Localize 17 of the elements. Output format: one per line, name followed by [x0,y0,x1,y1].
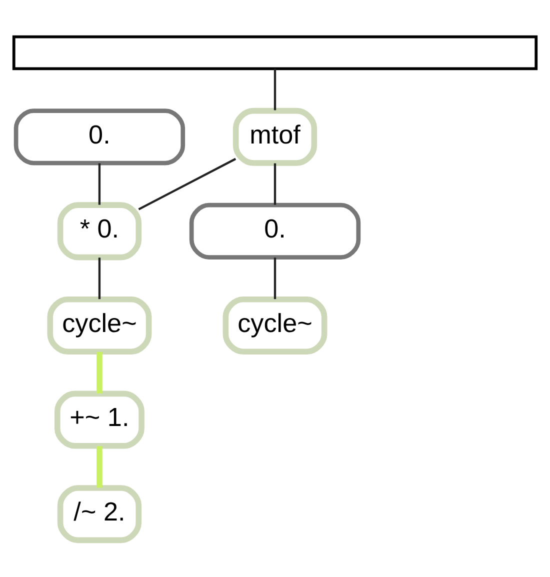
node-box: 0. [14,108,186,166]
node-box: mtof [232,108,318,166]
node-bar [12,35,538,70]
connector [274,258,276,300]
node-box: +~ 1. [54,390,144,449]
node-box: 0. [189,202,361,260]
connector [96,352,102,394]
connector [274,68,276,110]
node-box: cycle~ [47,296,152,354]
connector [96,446,102,488]
node-box: /~ 2. [57,485,142,544]
node-box: * 0. [57,202,142,260]
connector [138,158,236,210]
connector [98,258,101,300]
node-box: cycle~ [222,296,328,354]
connector [98,163,101,205]
connector [274,163,276,205]
